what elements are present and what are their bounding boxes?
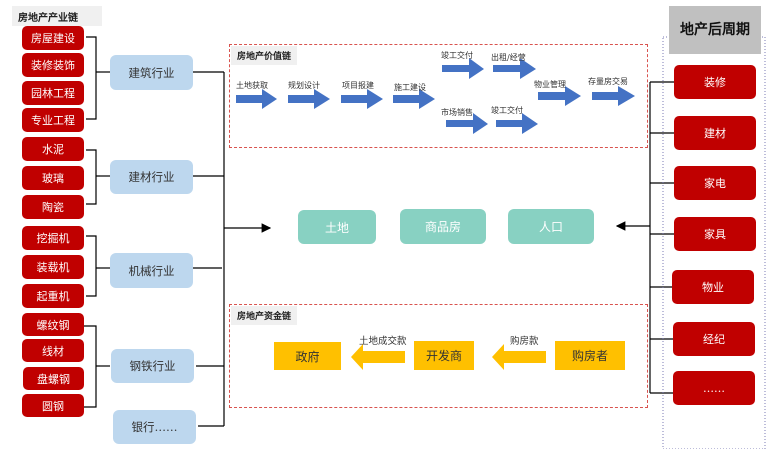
step-market-sales: 市场销售 — [441, 108, 473, 117]
arrow-purchase-payment — [492, 344, 546, 370]
node-developer: 开发商 — [414, 341, 474, 370]
item-round-steel: 圆钢 — [22, 394, 84, 417]
step-project-filing: 项目报建 — [342, 81, 374, 90]
post-decoration: 装修 — [674, 65, 756, 99]
step-planning-design: 规划设计 — [288, 81, 320, 90]
item-coil-rebar: 盘螺钢 — [23, 367, 84, 390]
item-crane: 起重机 — [22, 284, 84, 308]
industry-building-materials: 建材行业 — [110, 160, 193, 194]
value-chain-arrows — [236, 58, 635, 134]
post-more: …… — [673, 371, 755, 405]
industry-chain-title: 房地产产业链 — [12, 6, 102, 26]
post-cycle-title: 地产后周期 — [669, 6, 761, 54]
item-excavator: 挖掘机 — [22, 226, 84, 250]
step-completion-delivery: 竣工交付 — [441, 51, 473, 60]
value-chain-frame — [229, 44, 648, 148]
post-building-materials: 建材 — [674, 116, 756, 150]
capital-chain-arrows — [351, 344, 546, 370]
step-secondary-transactions: 存量房交易 — [588, 77, 628, 86]
step-leasing-operation: 出租/经营 — [491, 53, 526, 62]
value-chain-title: 房地产价值链 — [231, 46, 297, 65]
post-brokerage: 经纪 — [673, 322, 755, 356]
brace-construction — [86, 36, 100, 120]
step-construction: 施工建设 — [394, 83, 426, 92]
arrow-step — [446, 113, 488, 134]
step-property-management: 物业管理 — [534, 80, 566, 89]
brace-steel — [84, 325, 100, 408]
post-appliances: 家电 — [674, 166, 756, 200]
arrow-step — [538, 86, 581, 106]
item-cement: 水泥 — [22, 137, 84, 161]
arrow-land-payment — [351, 344, 405, 370]
item-rebar: 螺纹钢 — [22, 313, 84, 336]
step-land-acquisition: 土地获取 — [236, 81, 268, 90]
node-homebuyer: 购房者 — [555, 341, 625, 370]
item-house-construction: 房屋建设 — [22, 26, 84, 50]
post-property-services: 物业 — [672, 270, 754, 304]
arrow-step — [493, 58, 536, 79]
item-landscaping: 园林工程 — [22, 81, 84, 105]
core-commercial-housing: 商品房 — [400, 209, 486, 244]
item-glass: 玻璃 — [22, 166, 84, 190]
brace-materials — [86, 149, 100, 205]
capital-chain-frame — [229, 304, 648, 408]
flow-purchase-payment-label: 购房款 — [510, 336, 539, 347]
item-specialty-engineering: 专业工程 — [22, 108, 84, 132]
post-furniture: 家具 — [674, 217, 756, 251]
arrow-step — [236, 89, 277, 109]
item-ceramics: 陶瓷 — [22, 195, 84, 219]
core-land: 土地 — [298, 210, 376, 244]
industry-steel: 钢铁行业 — [111, 349, 194, 383]
node-government: 政府 — [274, 342, 341, 370]
industry-machinery: 机械行业 — [110, 253, 193, 288]
item-loader: 装载机 — [22, 255, 84, 279]
item-wire-rod: 线材 — [22, 339, 84, 362]
industry-construction: 建筑行业 — [110, 55, 193, 90]
core-population: 人口 — [508, 209, 594, 244]
arrow-step — [288, 89, 330, 109]
item-decoration: 装修装饰 — [22, 53, 84, 77]
arrow-step — [341, 89, 383, 109]
arrow-step — [442, 58, 484, 79]
arrow-step — [496, 113, 538, 134]
step-completion-delivery-2: 竣工交付 — [491, 106, 523, 115]
arrow-step — [592, 86, 635, 106]
industry-banking: 银行…… — [113, 410, 196, 444]
flow-land-payment-label: 土地成交款 — [359, 336, 407, 347]
capital-chain-title: 房地产资金链 — [231, 306, 297, 325]
brace-machinery — [86, 235, 100, 297]
arrow-step — [393, 89, 435, 109]
